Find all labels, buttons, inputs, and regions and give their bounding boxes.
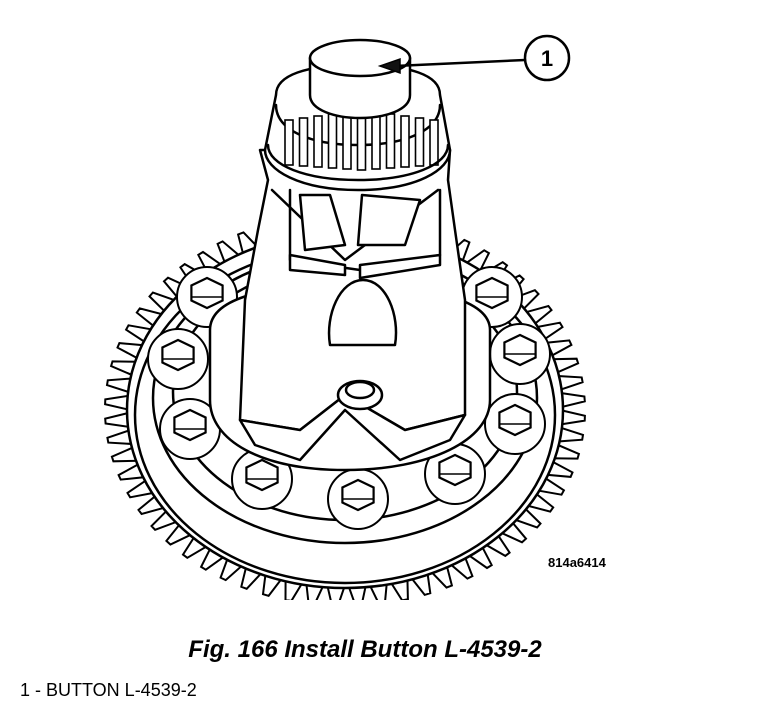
roller: [414, 117, 425, 167]
roller: [400, 115, 410, 168]
figure-caption: Fig. 166 Install Button L-4539-2: [188, 636, 542, 663]
bolt: [424, 443, 486, 505]
bolt: [231, 448, 293, 510]
figure-id: 814a6414: [548, 555, 606, 570]
differential-case: [238, 148, 467, 462]
roller: [284, 119, 294, 166]
differential-illustration: 1: [104, 34, 586, 600]
bolt: [159, 398, 221, 460]
bolt: [484, 393, 546, 455]
roller: [342, 111, 352, 170]
roller: [371, 111, 381, 170]
roller: [429, 119, 439, 166]
bolt: [489, 323, 551, 385]
bolt: [327, 468, 389, 530]
bolt: [147, 328, 209, 390]
button-tool: [308, 38, 412, 120]
roller: [298, 117, 309, 167]
callout-number: 1: [541, 46, 553, 71]
roller: [313, 115, 323, 168]
callout-1: 1: [377, 34, 571, 82]
roller: [327, 113, 338, 169]
callout-legend: 1 - BUTTON L-4539-2: [20, 680, 197, 700]
roller: [385, 113, 396, 169]
